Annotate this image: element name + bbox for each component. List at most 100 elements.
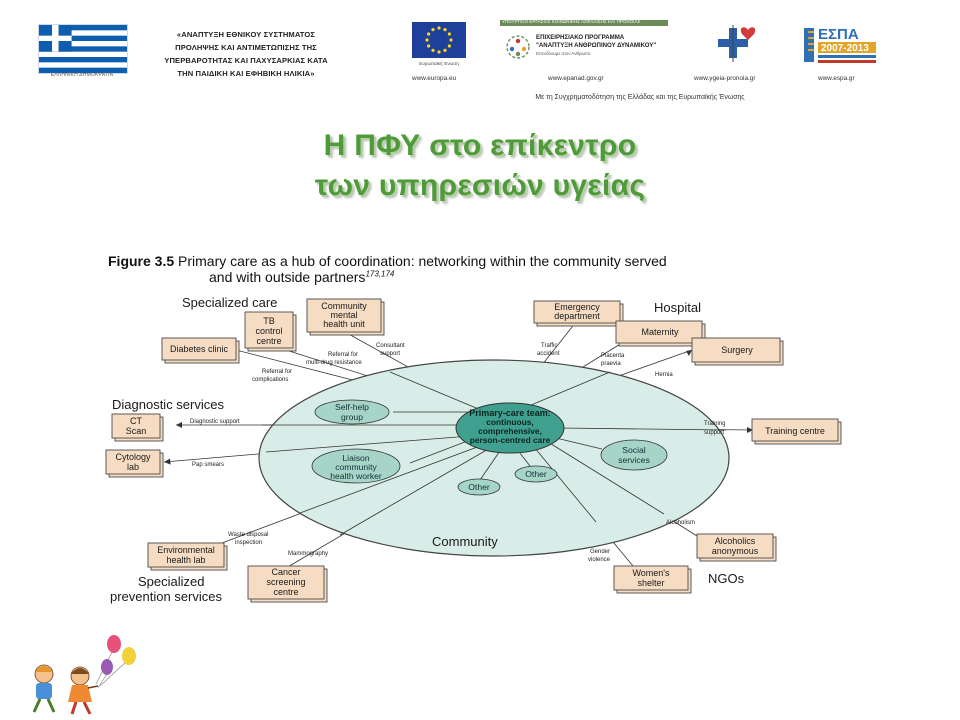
flag-caption: ΕΛΛΗΝΙΚΗ ΔΗΜΟΚΡΑΤΙΑ [50,72,114,78]
box-emergency-department: Emergency department [533,300,624,327]
edge-label-mammography: Mammography [288,551,328,557]
svg-text:control: control [255,326,282,336]
svg-text:continuous,: continuous, [486,417,533,427]
opdev-url: www.epanad.gov.gr [548,75,604,82]
svg-text:comprehensive,: comprehensive, [478,426,542,436]
edge-label-mdr: Referral for [328,352,358,358]
svg-text:Primary-care team:: Primary-care team: [469,408,551,418]
espa-logo-icon: ΕΣΠΑ 2007-2013 [804,26,876,63]
svg-text:Surgery: Surgery [721,345,753,355]
edge-label-consultant: Consultant [376,343,405,349]
inner-node-liaison: Liaison community health worker [311,448,401,484]
svg-text:Social: Social [622,445,645,455]
svg-text:Diabetes clinic: Diabetes clinic [170,344,229,354]
svg-text:complications: complications [252,377,288,383]
figure-caption: Figure 3.5 Primary care as a hub of coor… [108,253,667,285]
edge-label-complications: Referral for [262,369,292,375]
op-human-resources-logo: ΥΠΟΥΡΓΕΙΟ ΕΡΓΑΣΙΑΣ ΚΟΙΝΩΝΙΚΗΣ ΑΣΦΑΛΙΣΗΣ … [500,19,668,68]
svg-text:screening: screening [266,577,305,587]
edge-label-diagnostic-support: Diagnostic support [190,419,240,425]
svg-text:group: group [341,412,363,422]
edge-labels: Consultant support Referral for multi-dr… [190,343,725,563]
box-training-centre: Training centre [751,418,842,445]
svg-text:accident: accident [537,351,560,357]
group-hospital: Hospital [654,300,701,315]
svg-text:violence: violence [588,557,611,563]
arrow-heads [164,350,753,465]
group-ngos: NGOs [708,571,745,586]
children-balloons-illustration-icon [32,635,136,715]
svg-text:Scan: Scan [126,426,147,436]
svg-text:Alcoholics: Alcoholics [715,536,756,546]
svg-text:services: services [618,455,650,465]
svg-text:centre: centre [273,587,298,597]
people-circle-icon [506,35,530,59]
cofunding-text: Με τη Συγχρηματοδότηση της Ελλάδας και τ… [535,94,745,101]
espa-url: www.espa.gr [818,75,855,82]
svg-text:Community: Community [321,301,367,311]
svg-text:Women's: Women's [632,568,670,578]
svg-text:Training centre: Training centre [765,426,825,436]
group-prevention-line1: Specialized [138,574,205,589]
svg-text:centre: centre [256,336,281,346]
inner-node-other-b: Other [514,465,558,483]
greek-flag-icon [38,24,128,74]
header-banner: ΕΛΛΗΝΙΚΗ ΔΗΜΟΚΡΑΤΙΑ «ΑΝΑΠΤΥΞΗ ΕΘΝΙΚΟΥ ΣΥ… [0,0,960,110]
ministry-health-logo-icon [718,25,756,62]
svg-text:Other: Other [525,469,547,479]
svg-text:Emergency: Emergency [554,302,600,312]
box-cytology-lab: Cytology lab [105,449,164,478]
ministry-url: www.ygeia-pronoia.gr [694,75,756,82]
svg-text:health worker: health worker [330,471,382,481]
svg-text:anonymous: anonymous [712,546,759,556]
edge-label-gender: Gender [590,549,610,555]
box-alcoholics-anonymous: Alcoholics anonymous [696,533,777,562]
svg-text:Maternity: Maternity [641,327,679,337]
svg-text:community: community [335,462,377,472]
edge-label-waste: Waste disposal [228,532,268,538]
box-ct-scan: CT Scan [111,413,164,442]
edge-label-training-support: Training [704,421,725,427]
svg-text:mental: mental [330,310,357,320]
svg-text:Environmental: Environmental [157,545,215,555]
svg-text:health lab: health lab [166,555,205,565]
box-diabetes-clinic: Diabetes clinic [161,337,240,364]
svg-text:Self-help: Self-help [335,402,369,412]
edge-label-alcoholism: Alcoholism [666,520,695,526]
slide-title: Η ΠΦΥ στο επίκεντρο των υπηρεσιών υγείας [314,129,646,202]
edge-label-traffic: Traffic [541,343,557,349]
svg-text:support: support [704,430,724,436]
eu-url: www.europa.eu [412,75,457,82]
svg-text:Cancer: Cancer [271,567,300,577]
svg-text:health unit: health unit [323,319,365,329]
svg-text:shelter: shelter [637,578,664,588]
box-tb-control-centre: TB control centre [244,311,297,352]
svg-text:praevia: praevia [601,361,621,367]
svg-text:support: support [380,351,400,357]
svg-text:multi-drug resistance: multi-drug resistance [306,360,362,366]
svg-text:department: department [554,311,600,321]
eu-caption: Ευρωπαϊκή Ένωση [419,61,459,66]
group-prevention-line2: prevention services [110,589,222,604]
svg-text:Liaison: Liaison [342,453,369,463]
svg-text:Cytology: Cytology [115,452,151,462]
group-diagnostic: Diagnostic services [112,397,224,412]
eu-flag-icon [412,22,466,58]
inner-node-other-a: Other [457,478,501,496]
svg-text:Other: Other [468,482,490,492]
program-title: «ΑΝΑΠΤΥΞΗ ΕΘΝΙΚΟΥ ΣΥΣΤΗΜΑΤΟΣ ΠΡΟΛΗΨΗΣ ΚΑ… [164,30,328,78]
box-cancer-screening-centre: Cancer screening centre [247,565,328,603]
svg-text:person-centred care: person-centred care [470,435,551,445]
svg-text:inspection: inspection [235,540,262,546]
box-environmental-health-lab: Environmental health lab [147,542,228,571]
svg-text:2007-2013: 2007-2013 [821,43,869,54]
inner-node-self-help: Self-help group [314,399,390,425]
box-womens-shelter: Women's shelter [613,565,692,594]
svg-text:TB: TB [263,316,275,326]
edge-label-placenta: Placenta [601,353,625,359]
community-label: Community [432,534,498,549]
box-maternity: Maternity [615,320,706,347]
group-specialized-care: Specialized care [182,295,277,310]
edge-label-pap: Pap smears [192,462,224,468]
